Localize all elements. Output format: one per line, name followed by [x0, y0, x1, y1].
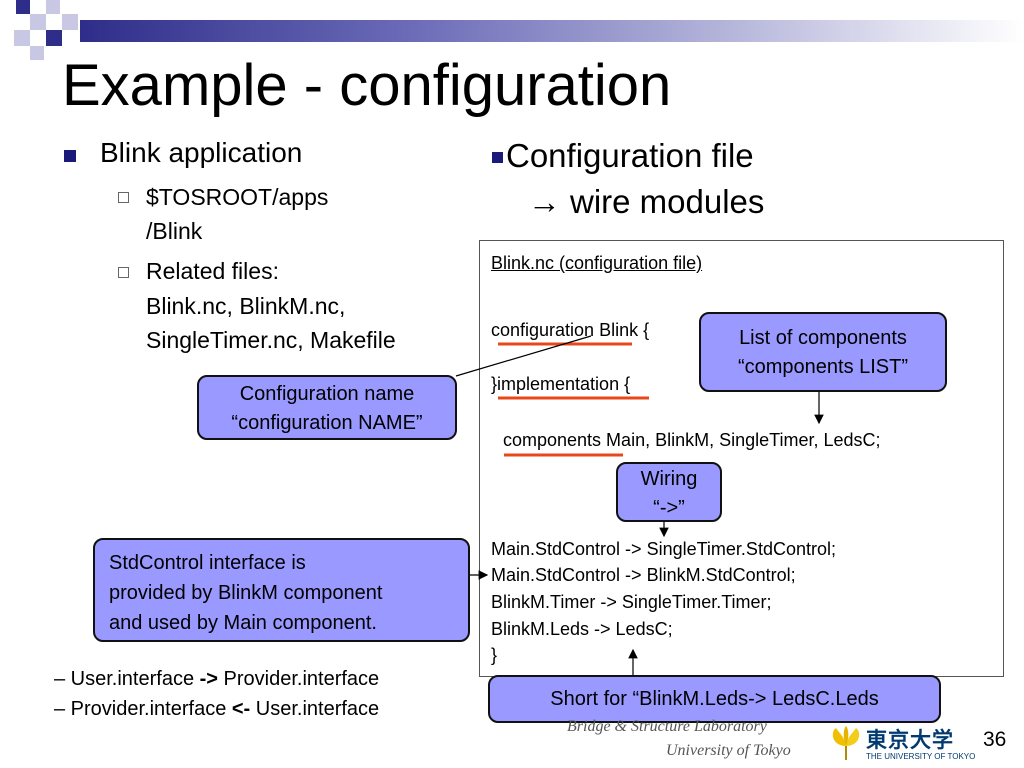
code-line: configuration Blink { [491, 320, 650, 340]
sub-bullet-marker [118, 192, 129, 203]
path-line-2: /Blink [146, 218, 203, 244]
blink-application-bullet: Blink application [100, 137, 303, 168]
callout-line: “->” [653, 497, 685, 519]
callout-line: Short for “BlinkM.Leds-> LedsC.Leds [550, 688, 879, 710]
config-box-heading: Blink.nc (configuration file) [491, 253, 703, 273]
note-operator: -> [199, 668, 218, 690]
path-line-1: $TOSROOT/apps [146, 184, 329, 210]
wiring-callout: Wiring “->” [616, 462, 722, 522]
deco-square [16, 0, 30, 14]
callout-line: Wiring [640, 468, 698, 490]
code-line: BlinkM.Timer -> SingleTimer.Timer; [491, 592, 772, 612]
callout-line: and used by Main component. [109, 612, 377, 634]
code-line: }implementation { [491, 374, 631, 394]
code-line: } [491, 645, 498, 665]
footer-university: University of Tokyo [666, 742, 791, 759]
code-line: Main.StdControl -> BlinkM.StdControl; [491, 565, 796, 585]
deco-square [46, 30, 62, 46]
callout-line: provided by BlinkM component [109, 582, 383, 604]
callout-line: “configuration NAME” [231, 412, 423, 434]
deco-square [30, 46, 44, 60]
configuration-file-heading: Configuration file [506, 137, 754, 174]
note-suffix: Provider.interface [217, 668, 380, 690]
code-line: BlinkM.Leds -> LedsC; [491, 619, 673, 639]
stdcontrol-callout: StdControl interface is provided by Blin… [93, 538, 470, 642]
logo-kanji: 東京大学 [866, 729, 954, 752]
note-provider-to-user: – Provider.interface <- User.interface [54, 698, 379, 721]
callout-line: List of components [739, 327, 907, 349]
logo-subtitle: THE UNIVERSITY OF TOKYO [866, 752, 976, 761]
connector-config-name [455, 335, 592, 377]
callout-line: “components LIST” [737, 356, 909, 378]
callout-line: Configuration name [239, 383, 415, 405]
note-suffix: User.interface [250, 698, 380, 720]
page-number: 36 [983, 728, 1007, 751]
sub-bullet-marker [118, 267, 129, 278]
note-user-to-provider: – User.interface -> Provider.interface [54, 668, 379, 691]
wire-modules-text: wire modules [570, 183, 765, 220]
ginkgo-logo-icon [832, 726, 860, 760]
note-operator: <- [231, 698, 251, 720]
note-prefix: – User.interface [54, 668, 200, 690]
arrow-icon: → [528, 183, 561, 220]
short-for-callout: Short for “BlinkM.Leds-> LedsC.Leds [488, 675, 941, 723]
deco-square [62, 14, 78, 30]
config-name-callout: Configuration name “configuration NAME” [197, 375, 457, 440]
callout-line: StdControl interface is [109, 552, 306, 574]
bullet-marker [64, 150, 76, 162]
related-files-line-1: Related files: [146, 258, 279, 284]
deco-square [46, 0, 60, 14]
footer-lab-name: Bridge & Structure Laboratory [567, 718, 767, 735]
bullet-marker [492, 152, 503, 163]
related-files-line-3: SingleTimer.nc, Makefile [146, 327, 396, 353]
note-prefix: – Provider.interface [54, 698, 232, 720]
deco-square [14, 30, 30, 46]
code-line: components Main, BlinkM, SingleTimer, Le… [503, 430, 881, 450]
header-gradient-bar [80, 20, 1024, 42]
related-files-line-2: Blink.nc, BlinkM.nc, [146, 293, 346, 319]
components-list-callout: List of components “components LIST” [699, 312, 947, 392]
code-line: Main.StdControl -> SingleTimer.StdContro… [491, 539, 836, 559]
deco-square [30, 14, 46, 30]
slide-title: Example - configuration [62, 53, 672, 118]
